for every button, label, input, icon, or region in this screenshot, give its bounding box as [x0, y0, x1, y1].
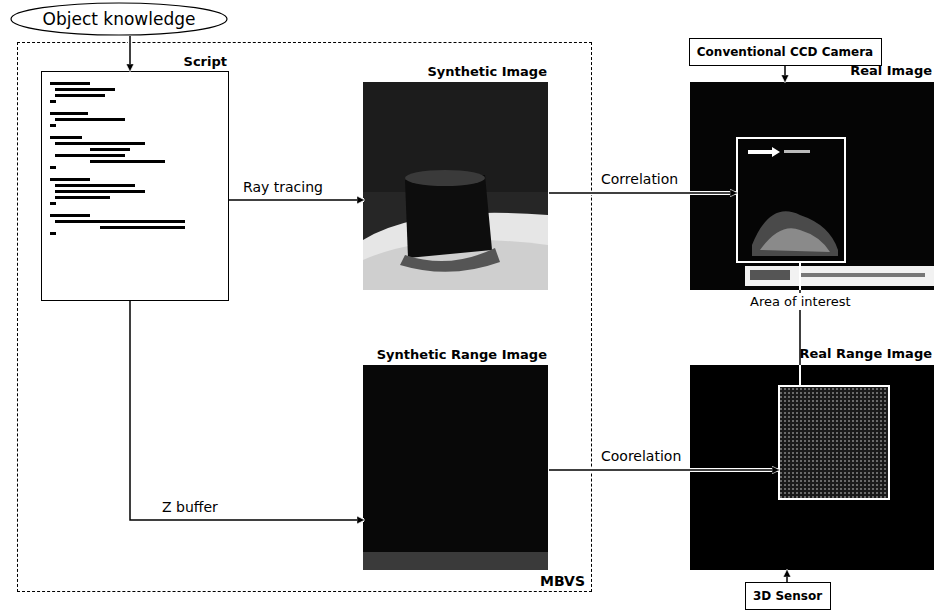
connector-arrow [130, 301, 364, 520]
panel-heading: Synthetic Range Image [377, 346, 547, 364]
illustration-part [745, 266, 934, 286]
connector-halo [549, 191, 737, 195]
illustration-part [50, 232, 56, 235]
edge-label: Correlation [599, 171, 680, 188]
illustration-part [55, 88, 115, 91]
connector-halo [229, 198, 364, 202]
illustration-part [55, 220, 185, 223]
image-panel: Synthetic Range Image [364, 346, 549, 571]
illustration-part [800, 273, 925, 277]
illustration-part [405, 175, 492, 258]
illustration-part [50, 112, 88, 115]
illustration-part [50, 202, 56, 205]
panel-heading: Real Image [850, 62, 932, 80]
edge-label: Z buffer [160, 499, 220, 516]
connector-halo [785, 570, 789, 582]
illustration-part [748, 147, 780, 157]
connector-line [130, 301, 364, 520]
edge-label: Ray tracing [241, 179, 325, 196]
synthetic-range-render [363, 365, 548, 570]
image-panel: Real Range Image [690, 345, 934, 570]
image-panel: Synthetic Image [364, 63, 549, 291]
connector-halo [783, 66, 787, 82]
frame [364, 366, 549, 571]
illustration-part [55, 196, 110, 199]
illustration-part [400, 248, 500, 272]
illustration-part [752, 211, 838, 256]
connector-arrow [549, 470, 779, 471]
frame [690, 365, 934, 570]
frame [364, 83, 549, 291]
ellipse-shape [11, 3, 227, 35]
illustration-part [737, 138, 845, 262]
illustration-part [405, 170, 485, 186]
illustration-part [50, 136, 82, 139]
frame [690, 82, 934, 290]
illustration-part [50, 214, 90, 217]
illustration-part [690, 82, 934, 290]
real-camera-image [690, 82, 934, 290]
connector-line [549, 192, 737, 194]
illustration-part [100, 226, 185, 229]
synthetic-render [363, 82, 548, 290]
illustration-part [760, 228, 830, 252]
illustration-part [90, 148, 130, 151]
illustration-part [50, 124, 56, 127]
illustration-part [55, 190, 145, 193]
image-panel: Script [41, 53, 229, 301]
real-range-image [690, 365, 934, 570]
illustration-part [55, 154, 125, 157]
illustration-part [55, 94, 105, 97]
illustration-part [55, 118, 125, 121]
callout-label: Area of interest [748, 293, 853, 310]
connector-arrow [549, 193, 737, 194]
leader-line [799, 263, 801, 385]
connector-arrow [787, 570, 788, 582]
panel-heading: Synthetic Image [427, 63, 547, 81]
illustration-part [363, 82, 548, 290]
node-label: Object knowledge [43, 9, 196, 29]
connector-line [549, 469, 779, 471]
ellipse-node: Object knowledge [10, 2, 228, 36]
connector-halo [130, 301, 364, 520]
illustration-part [50, 100, 56, 103]
image-panel: Real Image [690, 62, 934, 290]
connector-halo [549, 468, 779, 472]
system-boundary: MBVS ScriptSynthetic ImageSynthetic Range… [17, 42, 592, 592]
illustration-part [784, 150, 810, 153]
connector-line [784, 66, 786, 82]
device-box: 3D Sensor [745, 582, 831, 610]
panel-heading: Real Range Image [799, 345, 932, 363]
illustration-part [50, 178, 90, 181]
illustration-part [750, 270, 790, 280]
edge-label: Coorelation [599, 448, 683, 465]
illustration-part [55, 142, 145, 145]
node-label: Conventional CCD Camera [697, 45, 873, 59]
node-label: 3D Sensor [753, 589, 822, 603]
node-label: MBVS [540, 573, 585, 589]
illustration-part [90, 160, 165, 163]
connector-arrow [785, 66, 786, 82]
device-box: Conventional CCD Camera [689, 38, 882, 66]
connector-arrow [229, 200, 364, 201]
illustration-part [363, 365, 548, 570]
illustration-part [779, 386, 889, 499]
illustration-part [50, 166, 56, 169]
frame [41, 71, 229, 301]
illustration-part [55, 184, 135, 187]
illustration-part [363, 552, 548, 570]
script-code [50, 82, 185, 235]
illustration-part [50, 82, 90, 85]
connector-line [786, 570, 788, 582]
connector-line [229, 199, 364, 201]
illustration-part [363, 82, 548, 192]
illustration-part [690, 365, 934, 570]
panel-heading: Script [184, 53, 227, 71]
